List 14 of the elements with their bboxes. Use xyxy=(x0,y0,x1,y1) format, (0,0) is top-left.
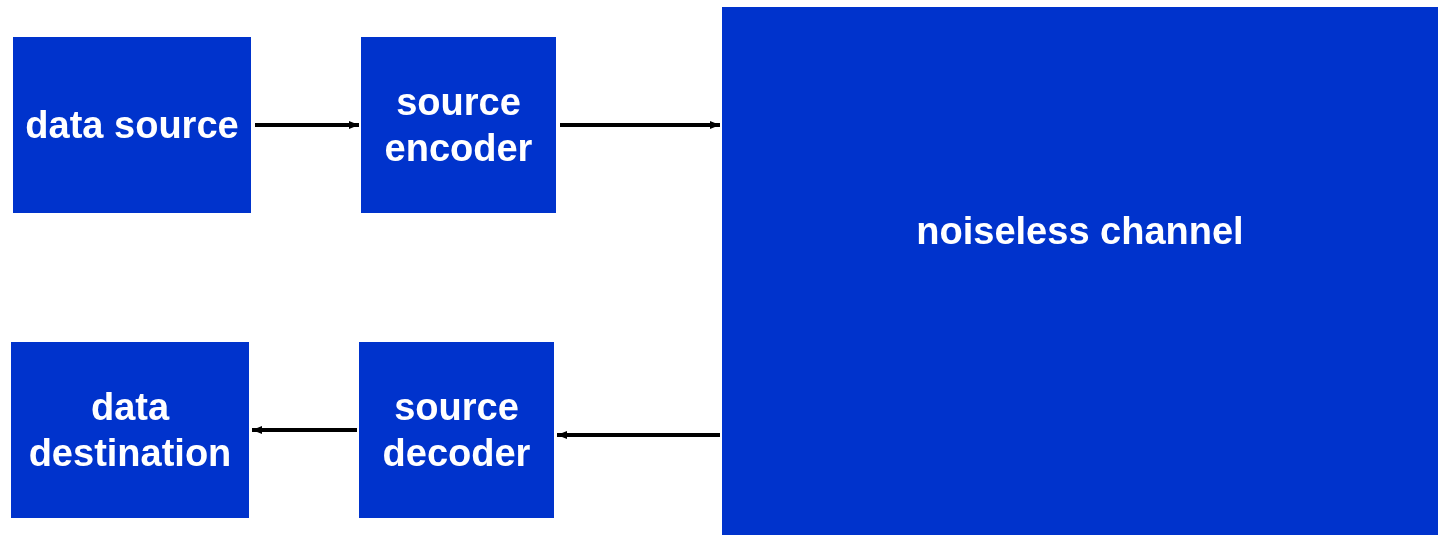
box-label: noiseless channel xyxy=(915,209,1245,254)
box-label: data source xyxy=(24,103,240,148)
arrow xyxy=(255,121,359,129)
arrow xyxy=(560,121,720,129)
process-box xyxy=(11,342,249,518)
process-box xyxy=(722,7,1438,535)
box-label: source decoder xyxy=(381,385,532,476)
process-box xyxy=(13,37,251,213)
box-label: source encoder xyxy=(383,80,534,171)
process-box xyxy=(359,342,554,518)
box-label: data destination xyxy=(27,385,233,476)
arrow xyxy=(252,426,357,434)
process-box xyxy=(361,37,556,213)
arrow xyxy=(557,431,720,439)
